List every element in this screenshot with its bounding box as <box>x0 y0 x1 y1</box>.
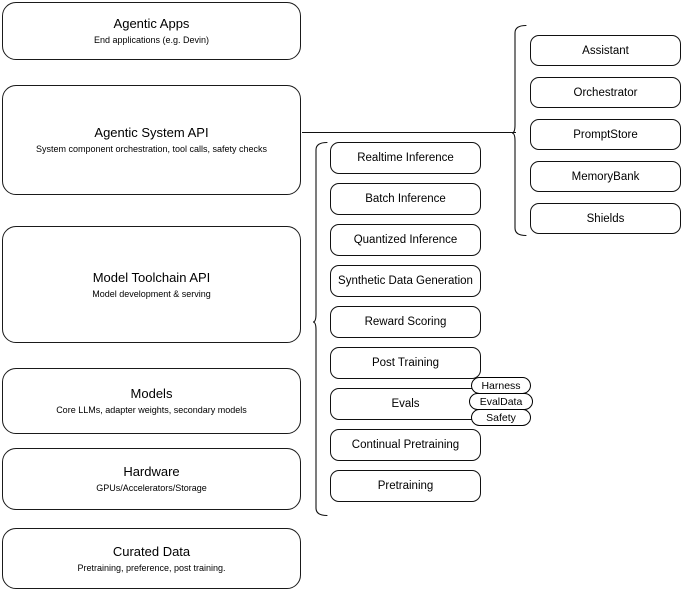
layer-subtitle: Pretraining, preference, post training. <box>77 562 226 573</box>
layer-subtitle: End applications (e.g. Devin) <box>93 35 210 45</box>
brace-system-components <box>511 24 528 237</box>
toolchain-component-quantized-inference[interactable]: Quantized Inference <box>330 224 481 256</box>
toolchain-component-pretraining[interactable]: Pretraining <box>330 470 481 502</box>
stack-layer-hardware[interactable]: Hardware GPUs/Accelerators/Storage <box>2 448 301 510</box>
component-label: Quantized Inference <box>353 234 458 246</box>
layer-title: Curated Data <box>112 543 191 559</box>
system-component-shields[interactable]: Shields <box>530 203 681 234</box>
component-label: Synthetic Data Generation <box>338 275 473 287</box>
system-component-orchestrator[interactable]: Orchestrator <box>530 77 681 108</box>
layer-title: Hardware <box>123 464 180 479</box>
system-component-promptstore[interactable]: PromptStore <box>530 119 681 150</box>
toolchain-component-evals[interactable]: Evals <box>330 388 481 420</box>
toolchain-component-synthetic-data-generation[interactable]: Synthetic Data Generation <box>330 265 481 297</box>
component-label: MemoryBank <box>571 170 640 183</box>
stack-layer-models[interactable]: Models Core LLMs, adapter weights, secon… <box>2 368 301 434</box>
layer-title: Agentic System API <box>94 125 209 140</box>
system-component-memorybank[interactable]: MemoryBank <box>530 161 681 192</box>
layer-title: Agentic Apps <box>113 16 190 31</box>
component-label: Evals <box>391 398 420 410</box>
component-label: Shields <box>586 212 625 225</box>
component-label: Continual Pretraining <box>351 439 460 451</box>
layer-subtitle: Model development & serving <box>92 288 211 299</box>
brace-toolchain-components <box>312 141 329 517</box>
component-label: Reward Scoring <box>364 316 447 328</box>
eval-badge-evaldata[interactable]: EvalData <box>469 393 533 410</box>
connector-line-system-api <box>302 132 516 133</box>
toolchain-component-continual-pretraining[interactable]: Continual Pretraining <box>330 429 481 461</box>
eval-badge-safety[interactable]: Safety <box>471 409 531 426</box>
component-label: PromptStore <box>573 128 638 141</box>
component-label: Orchestrator <box>573 86 638 99</box>
layer-subtitle: System component orchestration, tool cal… <box>35 144 268 154</box>
toolchain-component-post-training[interactable]: Post Training <box>330 347 481 379</box>
stack-layer-agentic-apps[interactable]: Agentic Apps End applications (e.g. Devi… <box>2 2 301 60</box>
toolchain-component-reward-scoring[interactable]: Reward Scoring <box>330 306 481 338</box>
component-label: Pretraining <box>377 480 434 492</box>
component-label: Realtime Inference <box>357 152 454 164</box>
component-label: Post Training <box>371 357 440 369</box>
toolchain-component-realtime-inference[interactable]: Realtime Inference <box>330 142 481 174</box>
layer-title: Models <box>130 386 173 401</box>
stack-layer-model-toolchain-api[interactable]: Model Toolchain API Model development & … <box>2 226 301 343</box>
eval-badge-harness[interactable]: Harness <box>471 377 531 394</box>
system-component-assistant[interactable]: Assistant <box>530 35 681 66</box>
component-label: Assistant <box>582 44 629 57</box>
toolchain-component-batch-inference[interactable]: Batch Inference <box>330 183 481 215</box>
layer-subtitle: GPUs/Accelerators/Storage <box>96 483 207 493</box>
layer-title: Model Toolchain API <box>92 269 211 285</box>
stack-layer-agentic-system-api[interactable]: Agentic System API System component orch… <box>2 85 301 195</box>
stack-layer-curated-data[interactable]: Curated Data Pretraining, preference, po… <box>2 528 301 589</box>
layer-subtitle: Core LLMs, adapter weights, secondary mo… <box>56 405 247 415</box>
component-label: Batch Inference <box>365 193 446 205</box>
